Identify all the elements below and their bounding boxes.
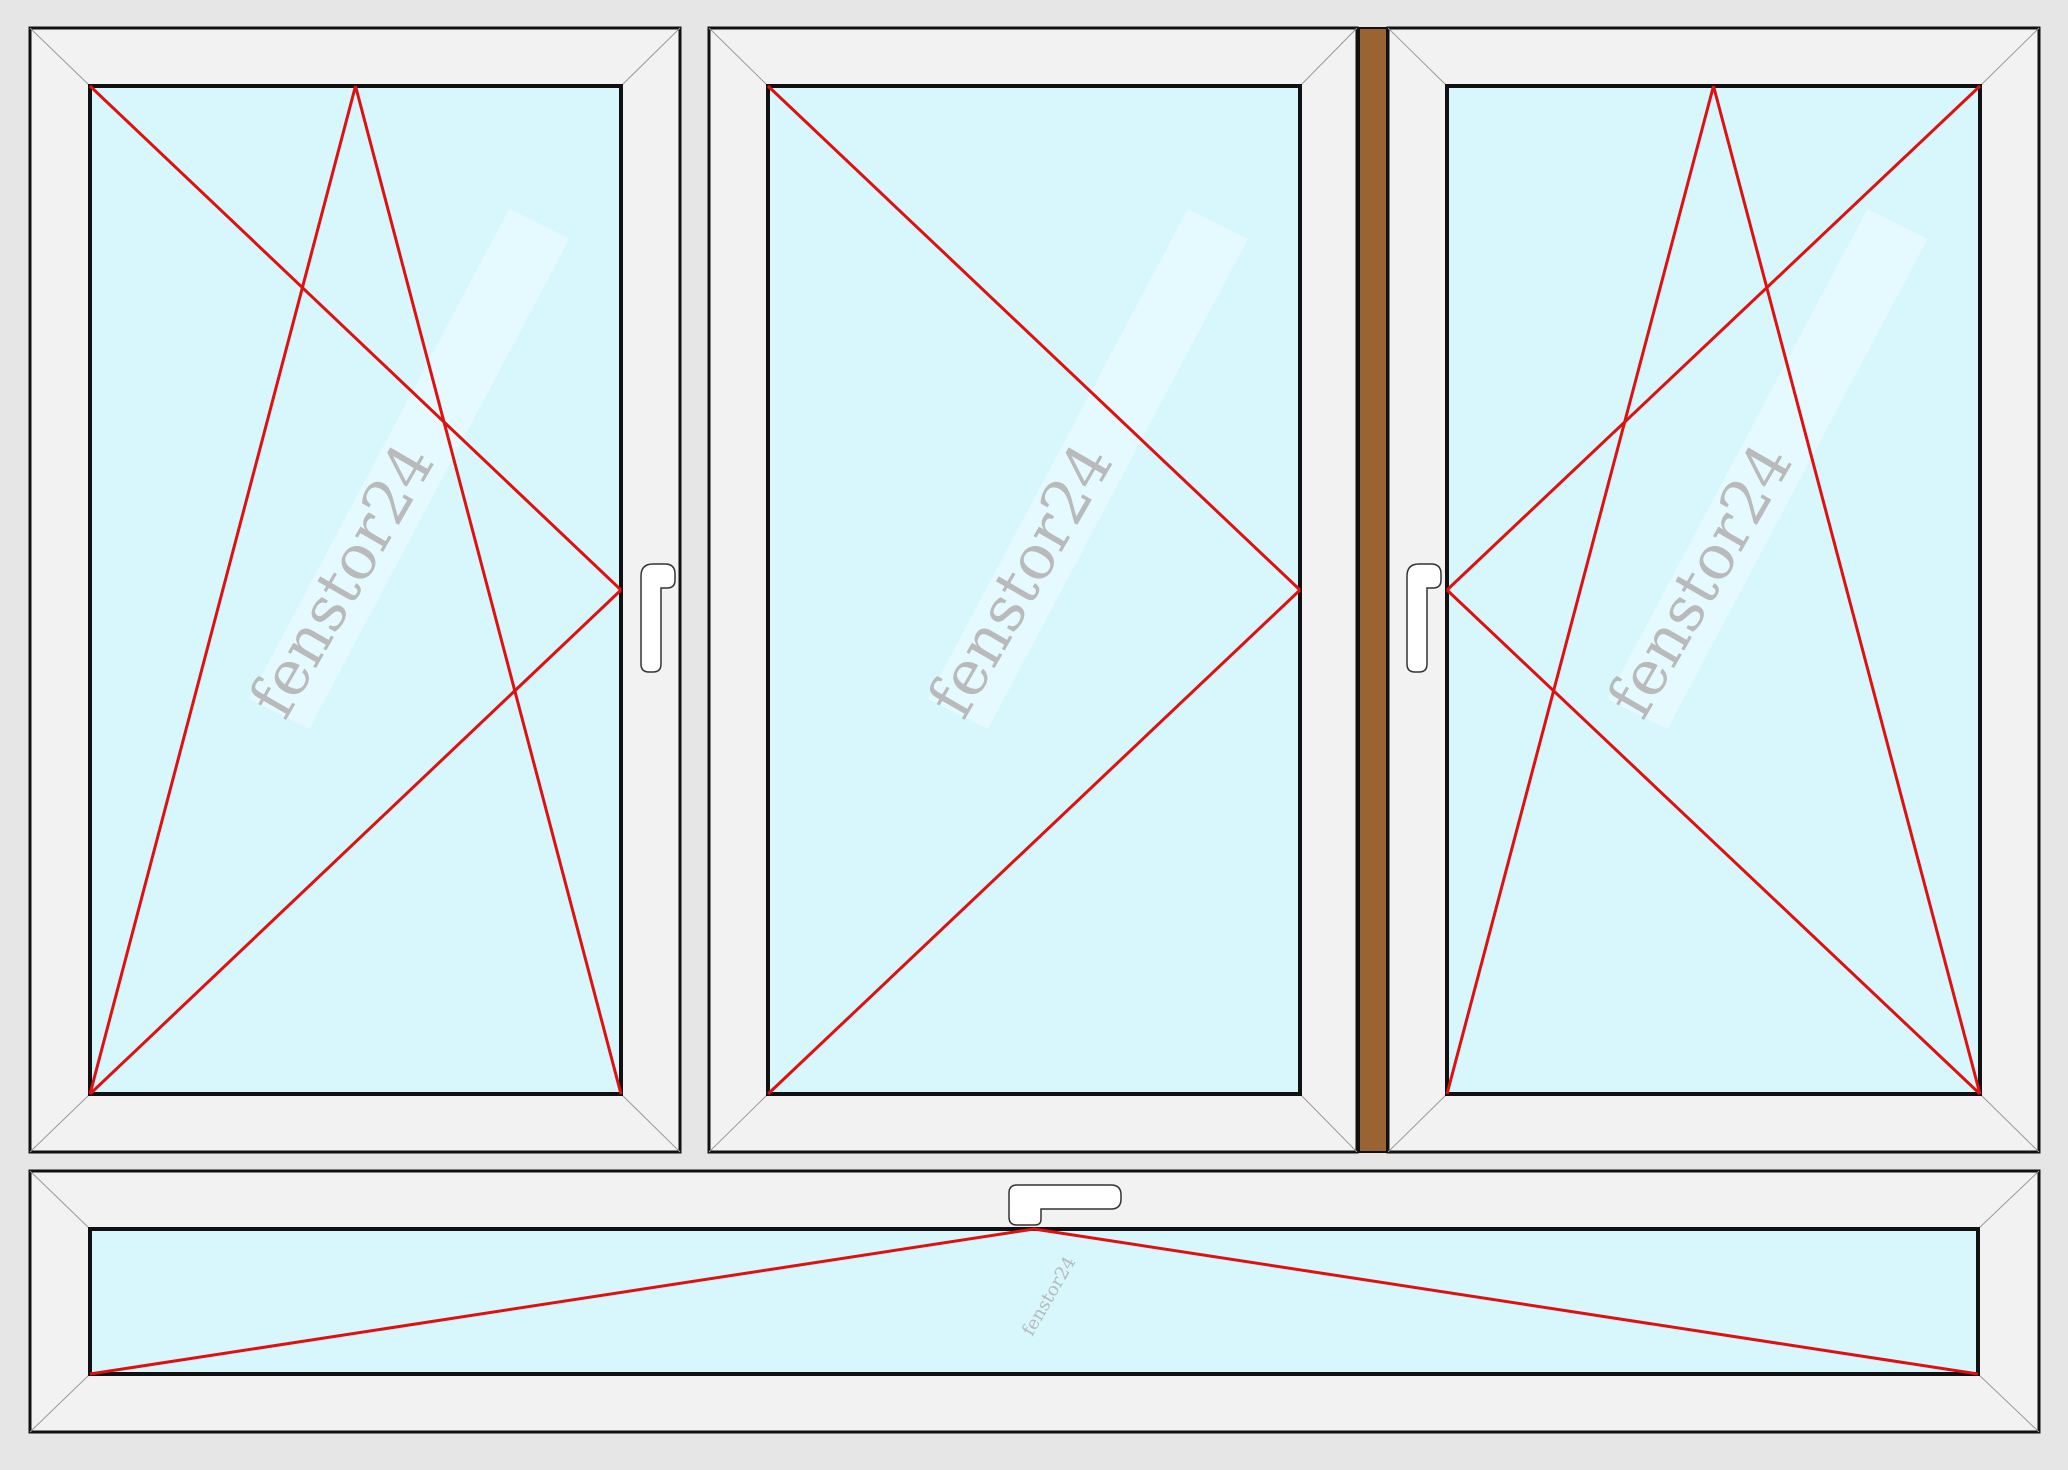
frame-miter-line	[620, 27, 681, 87]
frame-miter-line	[29, 27, 91, 87]
window-handle-icon	[640, 563, 676, 673]
opening-line	[354, 85, 623, 1095]
opening-line	[88, 85, 357, 1095]
window-handle-icon	[1406, 563, 1442, 673]
frame-miter-line	[620, 1093, 681, 1153]
frame-miter-line	[1387, 27, 1448, 87]
sash-bottom-transom: fenstor24	[28, 1169, 2041, 1434]
opening-line	[1445, 84, 1982, 592]
opening-line	[766, 588, 1302, 1096]
frame-miter-line	[1387, 1093, 1448, 1153]
frame-miter-line	[29, 1170, 91, 1230]
sash-top-left: fenstor24	[28, 26, 682, 1154]
frame-miter-line	[1979, 1093, 2040, 1153]
glass-glare	[249, 209, 570, 730]
opening-line	[89, 1227, 1035, 1376]
glass-pane	[1445, 84, 1982, 1096]
glass-pane	[88, 84, 623, 1096]
opening-line	[1445, 85, 1715, 1095]
sash-top-center: fenstor24	[707, 26, 1359, 1154]
opening-line	[1712, 85, 1982, 1095]
opening-line	[766, 84, 1302, 592]
opening-line	[88, 588, 623, 1096]
mullion-profile	[1358, 27, 1388, 1153]
glass-glare	[927, 209, 1248, 730]
frame-miter-line	[29, 1093, 91, 1153]
frame-miter-line	[1299, 1093, 1358, 1153]
glass-glare	[1607, 209, 1928, 730]
frame-miter-line	[1977, 1373, 2040, 1433]
frame-miter-line	[1979, 27, 2040, 87]
opening-line	[1033, 1227, 1979, 1376]
window-handle-icon	[1008, 1184, 1122, 1226]
glass-pane	[766, 84, 1302, 1096]
frame-miter-line	[708, 1093, 769, 1153]
opening-line	[88, 84, 623, 592]
frame-miter-line	[708, 27, 769, 87]
sash-top-right: fenstor24	[1386, 26, 2041, 1154]
opening-line	[1445, 588, 1982, 1096]
frame-miter-line	[1977, 1170, 2040, 1230]
frame-miter-line	[29, 1373, 91, 1433]
glass-pane	[88, 1227, 1980, 1376]
frame-miter-line	[1299, 27, 1358, 87]
